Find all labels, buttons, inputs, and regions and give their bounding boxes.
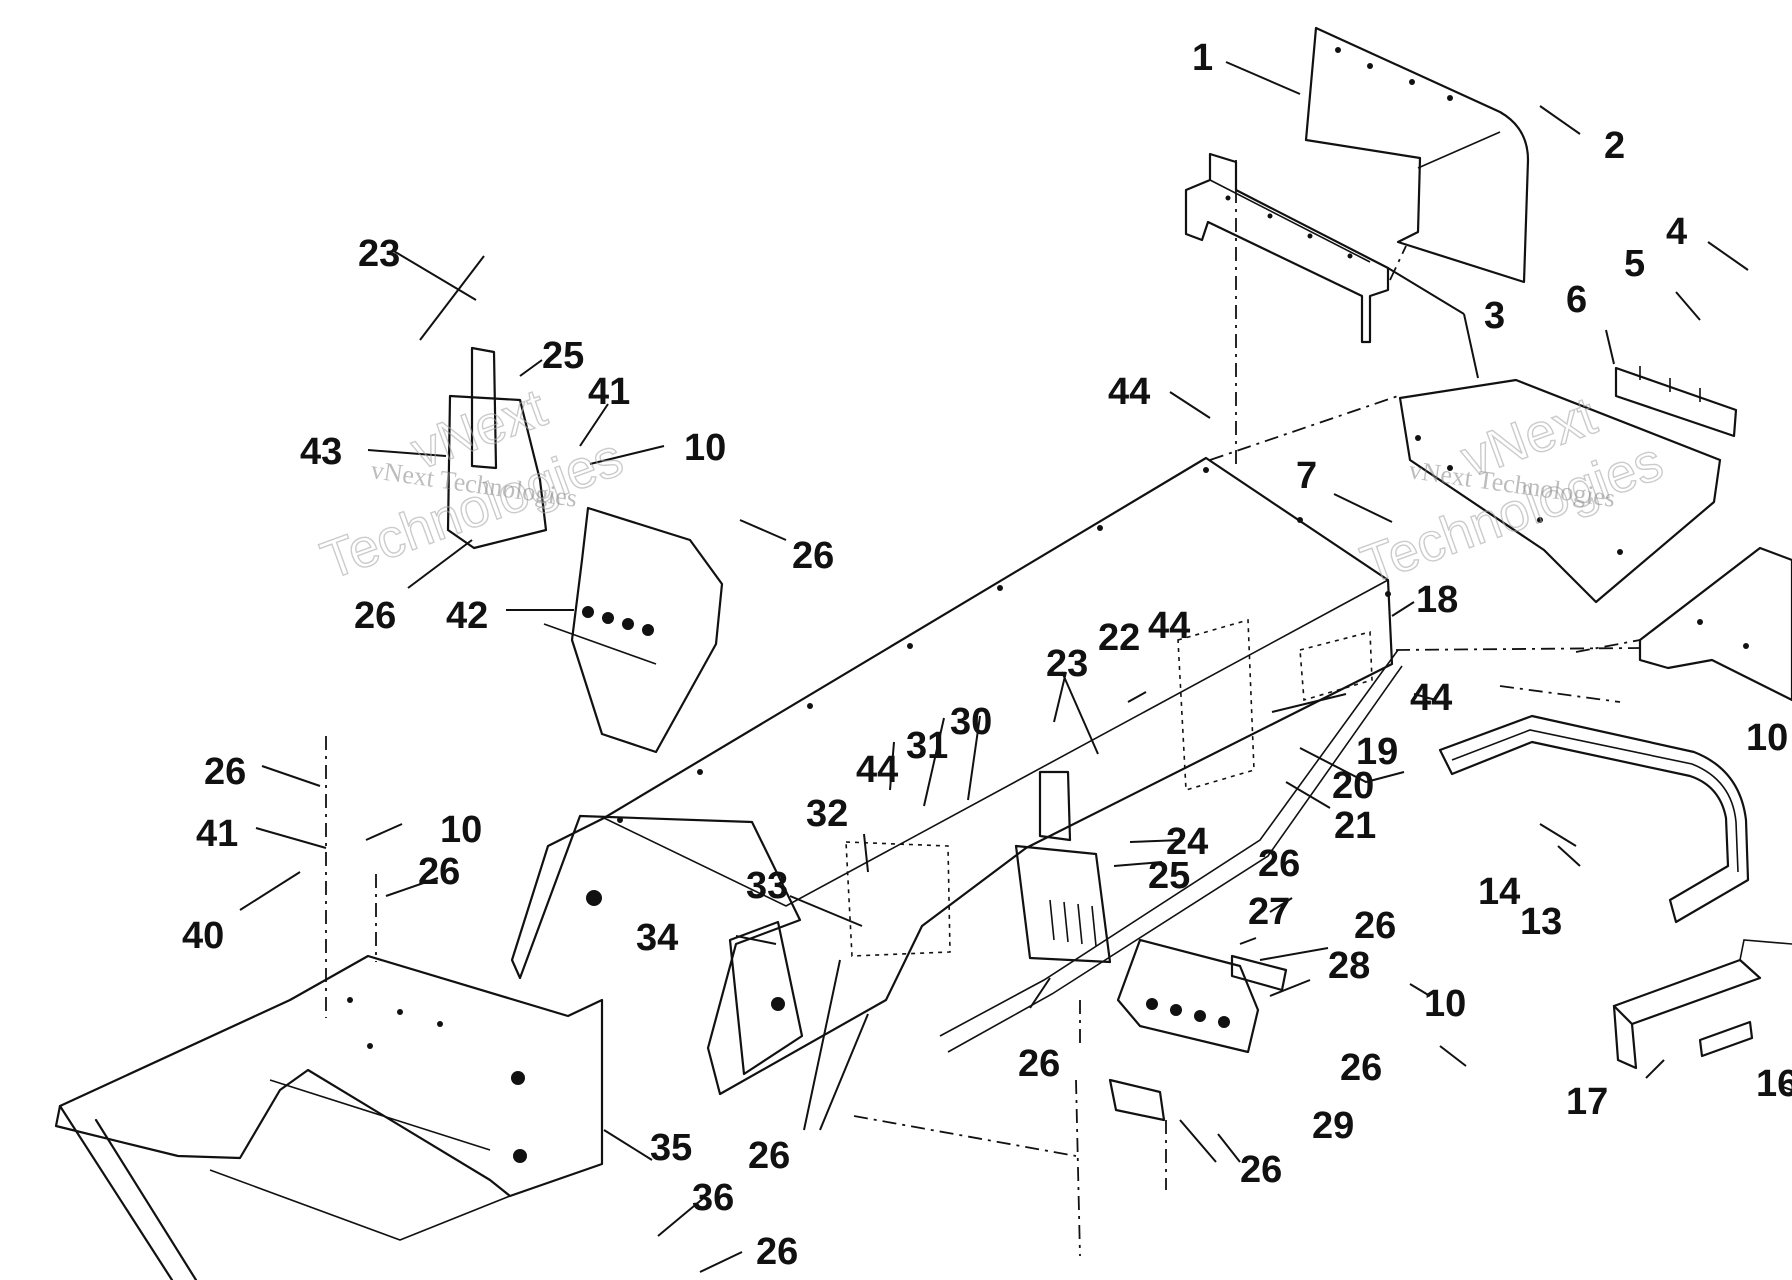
callout-22: 22 xyxy=(1098,617,1140,659)
callout-17: 17 xyxy=(1566,1081,1608,1123)
callout-31: 31 xyxy=(906,725,948,767)
callout-24: 24 xyxy=(1166,821,1208,863)
callout-6: 6 xyxy=(1566,279,1587,321)
callout-10-a: 10 xyxy=(1746,717,1788,759)
callout-32: 32 xyxy=(806,793,848,835)
leader-lines xyxy=(239,61,1792,1273)
callout-29: 29 xyxy=(1312,1105,1354,1147)
callout-18: 18 xyxy=(1416,579,1458,621)
upper-right-shield xyxy=(1398,378,1722,604)
callout-34: 34 xyxy=(636,917,678,959)
callout-36: 36 xyxy=(692,1177,734,1219)
callout-20: 20 xyxy=(1332,765,1374,807)
callout-4: 4 xyxy=(1666,211,1687,253)
callout-42: 42 xyxy=(446,595,488,637)
callout-27: 27 xyxy=(1248,891,1290,933)
center-lever-bracket xyxy=(1014,770,1112,964)
part-17-tube xyxy=(1612,939,1792,1070)
callout-13: 13 xyxy=(1520,901,1562,943)
callout-labels: 1 2 3 4 5 6 7 10 10 10 10 13 14 16 17 18… xyxy=(182,37,1792,1273)
callout-14: 14 xyxy=(1478,871,1520,913)
callout-30: 30 xyxy=(950,701,992,743)
callout-26-j: 26 xyxy=(418,851,460,893)
part-3-bracket xyxy=(1184,152,1390,344)
callout-19: 19 xyxy=(1356,731,1398,773)
callout-5: 5 xyxy=(1624,243,1645,285)
callout-41-b: 41 xyxy=(588,371,630,413)
callout-44-a: 44 xyxy=(1108,371,1150,413)
callout-40: 40 xyxy=(182,915,224,957)
watermark-right: vNext Technologies vNext Technologies xyxy=(1353,385,1671,596)
callout-44-d: 44 xyxy=(856,749,898,791)
callout-26-c: 26 xyxy=(1340,1047,1382,1089)
left-upper-bracket xyxy=(446,346,724,754)
part-16-pad xyxy=(1698,1020,1754,1058)
callout-7: 7 xyxy=(1296,455,1317,497)
callout-16: 16 xyxy=(1756,1063,1792,1105)
callout-44-c: 44 xyxy=(1410,677,1452,719)
callout-2: 2 xyxy=(1604,125,1625,167)
callout-26-e: 26 xyxy=(1240,1149,1282,1191)
callout-26-d: 26 xyxy=(1018,1043,1060,1085)
right-side-bracket xyxy=(1638,546,1792,702)
part-1-panel xyxy=(1304,26,1530,284)
callout-26-a: 26 xyxy=(1258,843,1300,885)
callout-26-i: 26 xyxy=(204,751,246,793)
callout-23-a: 23 xyxy=(1046,643,1088,685)
lower-center-plate xyxy=(1108,938,1288,1122)
callout-3: 3 xyxy=(1484,295,1505,337)
callout-23-b: 23 xyxy=(358,233,400,275)
callout-41-a: 41 xyxy=(196,813,238,855)
callout-10-d: 10 xyxy=(440,809,482,851)
part-6-strip xyxy=(1614,366,1738,438)
callout-44-b: 44 xyxy=(1148,605,1190,647)
callout-35: 35 xyxy=(650,1127,692,1169)
part-35-seat-frame xyxy=(54,954,604,1280)
callout-10-c: 10 xyxy=(684,427,726,469)
callout-10-b: 10 xyxy=(1424,983,1466,1025)
main-frame xyxy=(510,456,1403,1096)
callout-1: 1 xyxy=(1192,37,1213,79)
callout-26-f: 26 xyxy=(748,1135,790,1177)
callout-26-h: 26 xyxy=(354,595,396,637)
callout-25-b: 25 xyxy=(542,335,584,377)
callout-33: 33 xyxy=(746,865,788,907)
callout-26-k: 26 xyxy=(756,1231,798,1273)
rear-bumper-bar xyxy=(1438,714,1750,924)
callout-21: 21 xyxy=(1334,805,1376,847)
callout-26-g: 26 xyxy=(792,535,834,577)
callout-26-b: 26 xyxy=(1354,905,1396,947)
callout-43: 43 xyxy=(300,431,342,473)
callout-25-a: 25 xyxy=(1148,855,1190,897)
callout-28: 28 xyxy=(1328,945,1370,987)
alignment-lines xyxy=(325,160,1641,1257)
